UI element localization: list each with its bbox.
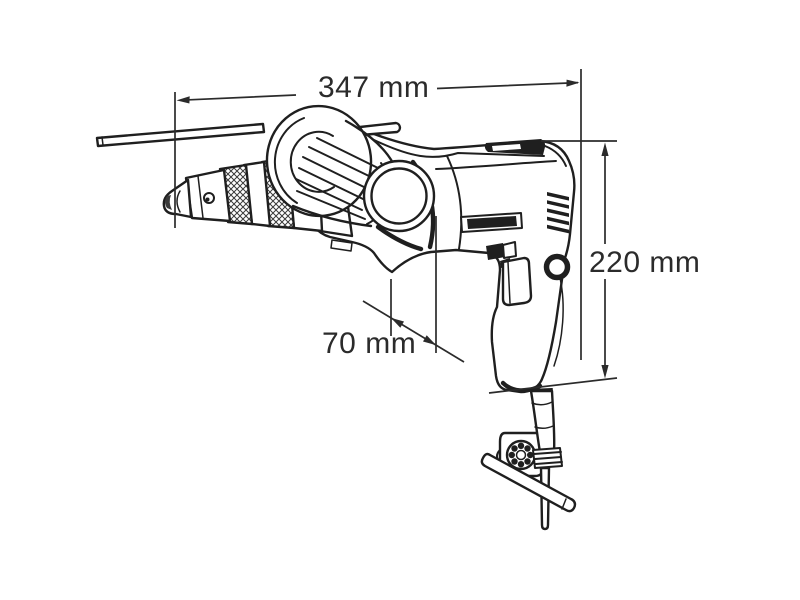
vent-slats — [547, 192, 569, 234]
cord-and-clamp — [480, 389, 577, 531]
dimension-label-height: 220 mm — [589, 246, 700, 279]
side-handle-disc — [265, 104, 373, 218]
trigger — [500, 241, 533, 307]
arrow-right-icon — [566, 79, 580, 87]
drill-drawing — [95, 104, 577, 531]
power-cord — [529, 389, 563, 531]
dimension-label-offset: 70 mm — [322, 327, 416, 360]
clamp-wheel — [505, 439, 537, 471]
arrow-upleft-icon — [391, 317, 404, 328]
arrow-up-icon — [601, 142, 609, 156]
dimension-line — [362, 300, 465, 363]
dimension-line — [180, 81, 579, 102]
arrow-left-icon — [176, 96, 190, 104]
dimension-overall-height: 220 mm — [488, 140, 700, 394]
depth-rod — [95, 122, 266, 148]
reverse-switch — [486, 243, 505, 260]
side-handle-rod — [480, 452, 577, 513]
arrow-down-icon — [601, 365, 609, 379]
lock-on-button — [543, 253, 571, 281]
front-bracket — [330, 239, 353, 252]
arrow-downright-icon — [423, 335, 436, 346]
side-handle-grip — [291, 119, 436, 233]
brand-label-plate — [460, 212, 523, 233]
dimension-grip-offset: 70 mm — [322, 216, 465, 363]
depth-rod-rear — [358, 121, 402, 137]
dimension-label-length: 347 mm — [318, 71, 429, 104]
extension-line-bottom — [488, 377, 618, 394]
dimension-overall-length: 347 mm — [174, 69, 582, 360]
